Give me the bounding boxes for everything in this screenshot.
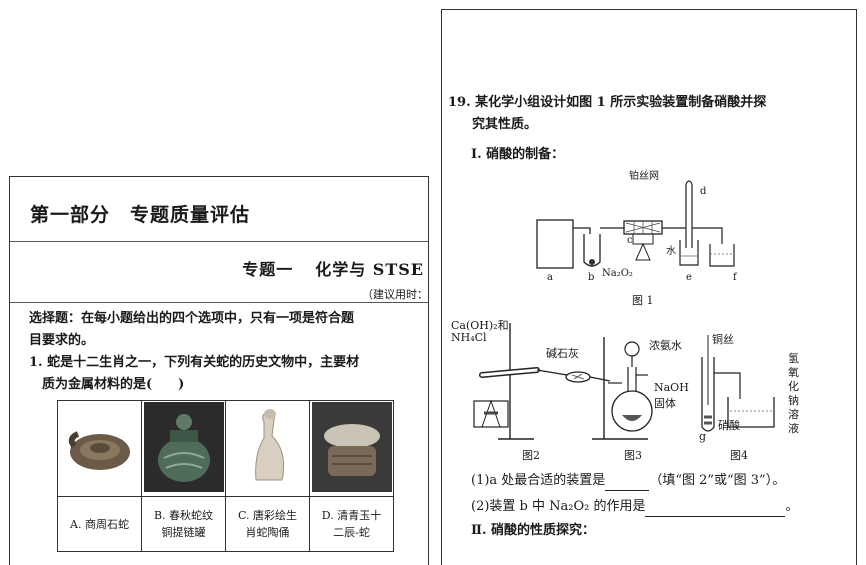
label-c: c xyxy=(627,235,633,246)
label-nh4cl: NH₄Cl xyxy=(451,331,487,344)
label-water: 水 xyxy=(666,246,676,257)
figure-2-caption: 图2 xyxy=(522,449,540,462)
figure-1-caption: 图 1 xyxy=(632,294,654,307)
instruction: 选择题：在每小题给出的四个选项中，只有一项是符合题 目要求的。 xyxy=(29,311,355,348)
label-solid: 固体 xyxy=(654,397,676,410)
relic-image-pottery-figure xyxy=(225,400,310,497)
figures-2-4-apparatus xyxy=(473,323,775,440)
answer-blank-2[interactable] xyxy=(645,502,786,517)
topic-name: 化学与 STSE xyxy=(315,260,424,279)
relic-image-jade-snake xyxy=(309,400,394,497)
question-1: 1. 蛇是十二生肖之一，下列有关蛇的历史文物中，主要材 质为金属材料的是( ) xyxy=(29,355,360,392)
left-page: 第一部分 专题质量评估 专题一 化学与 STSE （建议用时： 选择题：在每小题给… xyxy=(9,176,429,565)
label-naoh-solution: 氢氧化钠溶液 xyxy=(788,352,799,435)
topic-number: 专题一 xyxy=(242,260,294,279)
label-copper-wire: 铜丝 xyxy=(712,333,734,346)
label-e: e xyxy=(686,272,692,283)
label-conc-ammonia: 浓氨水 xyxy=(649,339,682,352)
sub-question-2: (2)装置 b 中 Na₂O₂ 的作用是。 xyxy=(471,497,799,517)
question-19: 19. 某化学小组设计如图 1 所示实验装置制备硝酸并探 究其性质。 xyxy=(448,95,767,132)
relic-image-bronze-jar xyxy=(141,400,226,497)
relics-table: A. 商周石蛇 B. 春秋蛇纹铜提链罐 C. 唐彩绘生肖蛇陶俑 D. 清青玉十二… xyxy=(57,400,394,552)
section-divider xyxy=(10,302,428,303)
label-g: g xyxy=(699,430,707,443)
label-a: a xyxy=(547,272,553,283)
label-naoh: NaOH xyxy=(654,381,689,394)
label-d: d xyxy=(700,186,707,197)
label-f: f xyxy=(733,272,737,283)
part-title: 第一部分 专题质量评估 xyxy=(30,204,251,226)
figure-1-apparatus xyxy=(536,180,735,269)
option-b: B. 春秋蛇纹铜提链罐 xyxy=(141,496,226,552)
label-platinum-mesh: 铂丝网 xyxy=(629,171,659,182)
relic-image-stone-snake xyxy=(57,400,142,497)
label-na2o2: Na₂O₂ xyxy=(602,268,633,279)
label-caoh2-and: Ca(OH)₂和 xyxy=(451,319,509,332)
time-hint: （建议用时： xyxy=(362,288,428,301)
section-1-title: Ⅰ. 硝酸的制备： xyxy=(471,147,565,162)
label-soda-lime: 碱石灰 xyxy=(546,347,579,360)
right-page: 19. 某化学小组设计如图 1 所示实验装置制备硝酸并探 究其性质。 Ⅰ. 硝酸… xyxy=(441,9,857,565)
answer-blank-1[interactable] xyxy=(605,476,650,491)
title-divider xyxy=(10,241,428,242)
topic-title: 专题一 化学与 STSE xyxy=(220,256,424,280)
sub-question-1: (1)a 处最合适的装置是（填“图 2”或“图 3”）。 xyxy=(471,471,785,491)
figure-4-caption: 图4 xyxy=(730,449,748,462)
label-nitric-acid: 硝酸 xyxy=(718,419,740,432)
section-2-title: Ⅱ. 硝酸的性质探究： xyxy=(471,523,596,538)
label-b: b xyxy=(588,272,595,283)
option-c: C. 唐彩绘生肖蛇陶俑 xyxy=(225,496,310,552)
option-a: A. 商周石蛇 xyxy=(57,496,142,552)
figure-3-caption: 图3 xyxy=(624,449,642,462)
option-d: D. 清青玉十二辰-蛇 xyxy=(309,496,394,552)
